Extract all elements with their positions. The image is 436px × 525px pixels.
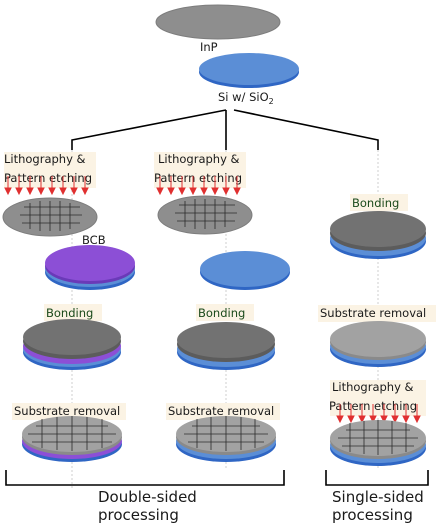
substrate-removal-label-col2: Substrate removal [168,404,274,418]
bonded-stack-col1 [23,319,121,370]
litho-highlight-col2 [154,152,246,188]
substrate-removal-highlight-col2 [166,403,280,420]
litho-col2-line1: Lithography & [158,152,240,166]
substrate-removal-highlight-col1 [12,403,126,420]
litho-col2-line2: Pattern etching [154,171,242,185]
bonded-stack-col2 [177,322,275,370]
inp-wafer [155,4,281,40]
patterned-inp-wafer-col1 [2,197,98,237]
final-wafer-col3 [330,420,426,466]
si-wafer-label-main: Si w/ SiO [218,90,269,104]
substrate-removal-highlight-col3 [318,305,436,322]
si-wafer-label: Si w/ SiO2 [218,90,274,106]
bonding-highlight-col2 [196,304,254,321]
litho-highlight-col3 [330,380,426,416]
substrate-removal-label-col3: Substrate removal [320,306,426,320]
double-sided-label-line2: processing [98,506,179,524]
litho-col1-line2: Pattern etching [4,171,92,185]
double-sided-label-line1: Double-sided [98,488,197,506]
bcb-coated-si-wafer [45,245,135,290]
si-wafer-label-subscript: 2 [269,97,274,106]
bonding-label-col1: Bonding [46,306,93,320]
si-wafer [199,53,299,88]
litho-col3-line1: Lithography & [332,380,414,394]
etch-arrows-col1 [4,176,89,196]
bonding-highlight-col3 [350,194,408,211]
single-sided-label-line1: Single-sided [332,488,424,506]
bcb-label: BCB [82,233,106,247]
bonding-label-col2: Bonding [198,306,245,320]
si-wafer-col2 [200,251,290,290]
double-sided-bracket [5,470,285,486]
litho-col1-line1: Lithography & [4,152,86,166]
bonding-highlight-col1 [44,304,102,321]
branch-connectors [71,109,379,150]
etch-arrows-col3 [336,404,421,424]
thinned-wafer-col3 [330,321,426,367]
etch-arrows-col2 [156,176,241,196]
final-wafer-col2 [176,416,276,462]
final-wafer-col1 [22,416,122,462]
single-sided-bracket [325,470,429,486]
bonding-label-col3: Bonding [352,196,399,210]
substrate-removal-label-col1: Substrate removal [14,404,120,418]
patterned-inp-wafer-col2 [157,195,253,235]
bonded-stack-col3 [330,211,426,259]
inp-label: InP [200,40,218,54]
single-sided-label-line2: processing [332,506,413,524]
